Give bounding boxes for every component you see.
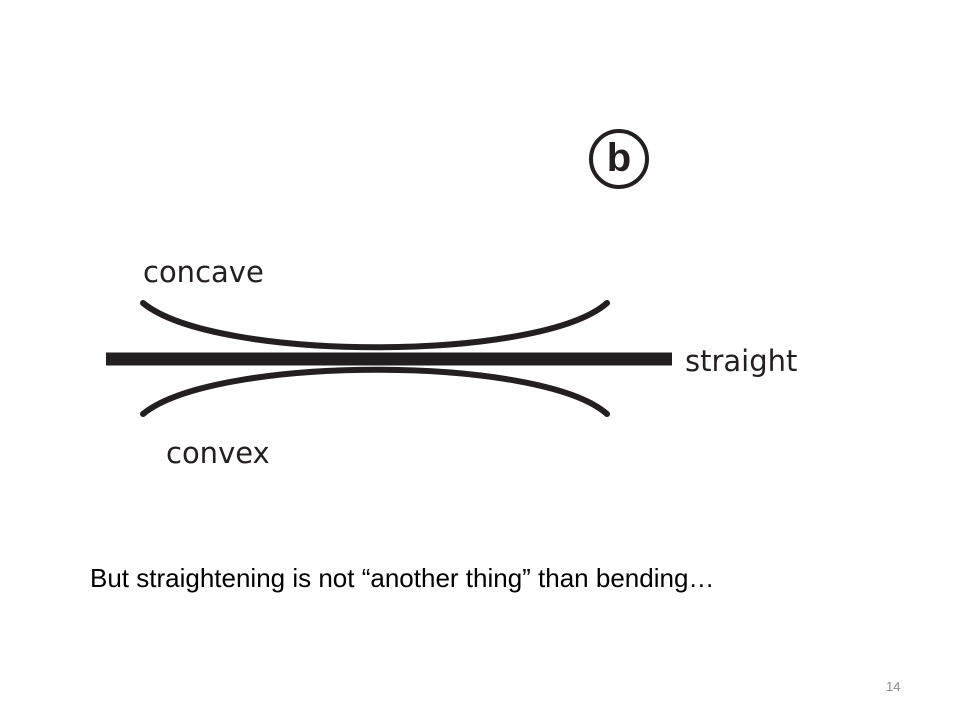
panel-badge: b — [589, 129, 649, 189]
convex-curve — [140, 366, 610, 417]
slide-number: 14 — [886, 679, 901, 694]
concave-label: concave — [143, 255, 264, 289]
convex-label: convex — [166, 436, 270, 470]
slide-caption: But straightening is not “another thing”… — [90, 563, 715, 593]
straight-label: straight — [685, 344, 798, 378]
panel-badge-letter: b — [606, 135, 632, 180]
concave-curve — [140, 300, 610, 351]
